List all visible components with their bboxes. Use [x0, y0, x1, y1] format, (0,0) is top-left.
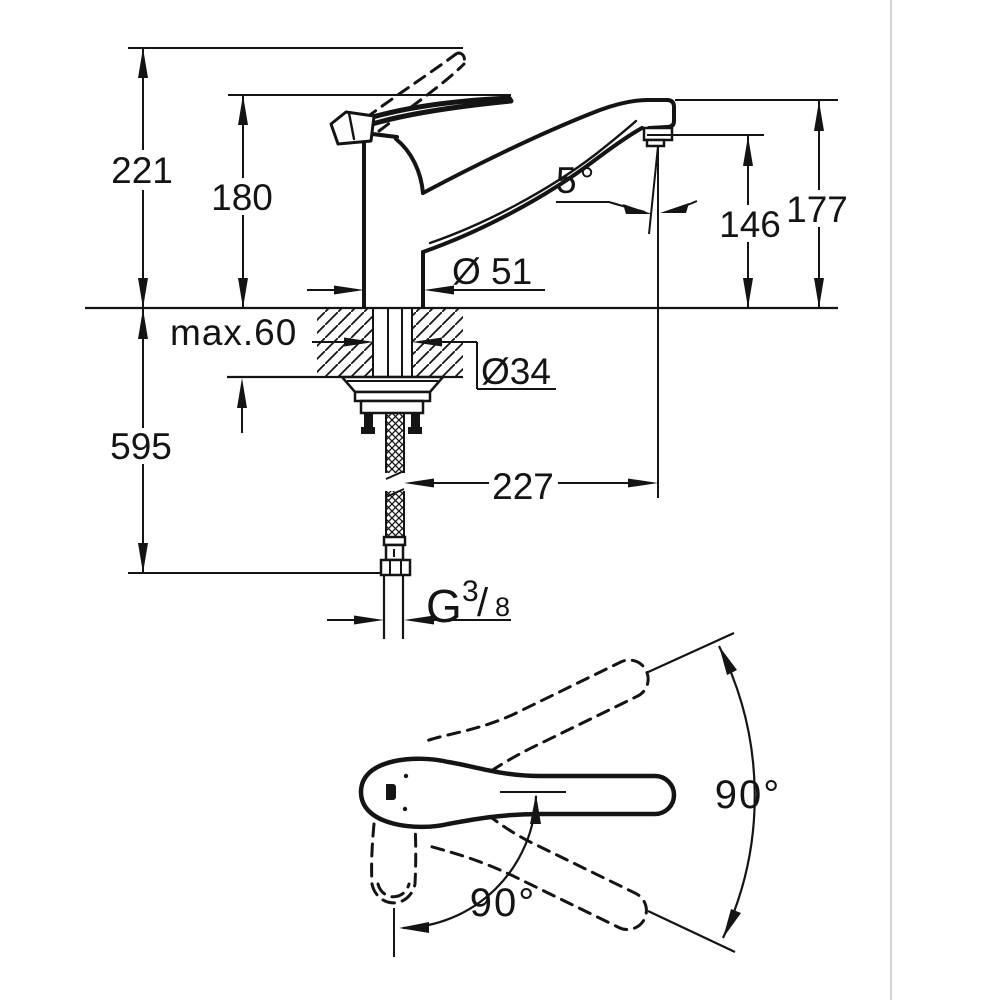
braided-hose [386, 413, 404, 473]
stream-angled-line [648, 145, 659, 235]
dim-max60: max.60 [170, 312, 297, 433]
label-dia-hole: Ø34 [481, 351, 551, 392]
label-thread-letter: G [426, 580, 462, 632]
handle-rotated-down-dashed [427, 788, 648, 931]
label-swivel-arc-bottom: 90° [470, 881, 537, 925]
dim-180: 180 [211, 94, 511, 308]
label-height-outlet: 146 [719, 204, 781, 245]
label-thread-denominator: 8 [495, 592, 510, 622]
label-thread-numerator: 3 [462, 575, 479, 608]
label-swivel-arc-right: 90° [715, 773, 782, 817]
label-dia-base: Ø 51 [452, 251, 532, 292]
label-height-total: 221 [111, 150, 173, 191]
label-stream-angle: 5° [556, 160, 597, 201]
connection-nut [379, 558, 412, 577]
handle-indicator-mark [386, 784, 396, 800]
fixing-bolt-left [364, 413, 373, 427]
label-length-below: 595 [110, 426, 172, 467]
dim-227: 227 [404, 466, 658, 507]
handle-rotated-up-dashed [427, 658, 650, 798]
faucet-elevation [329, 51, 676, 498]
dim-angle-5: 5° [556, 160, 698, 214]
label-deck-max: max.60 [170, 312, 297, 353]
label-thread-slash: / [477, 581, 489, 625]
dim-146: 146 [647, 134, 781, 308]
dim-o51: Ø 51 [307, 251, 545, 295]
arc-90-right: 90° [645, 631, 782, 953]
handle-raised-dashed [364, 52, 458, 120]
dim-177: 177 [675, 99, 848, 308]
label-reach: 227 [492, 466, 554, 507]
arc-90-bottom: 90° [399, 794, 541, 933]
label-height-spout: 177 [786, 189, 848, 230]
dim-221: 221 [111, 47, 463, 308]
dim-595: 595 [110, 308, 381, 574]
dim-g38: G 3 / 8 [327, 575, 511, 632]
fixing-bolt-right [411, 413, 420, 427]
dim-o34: Ø34 [312, 337, 556, 392]
handle-down-dashed [370, 821, 418, 905]
hose-assembly [339, 375, 446, 639]
label-height-handle: 180 [211, 177, 273, 218]
handle-plan-view [358, 658, 677, 957]
